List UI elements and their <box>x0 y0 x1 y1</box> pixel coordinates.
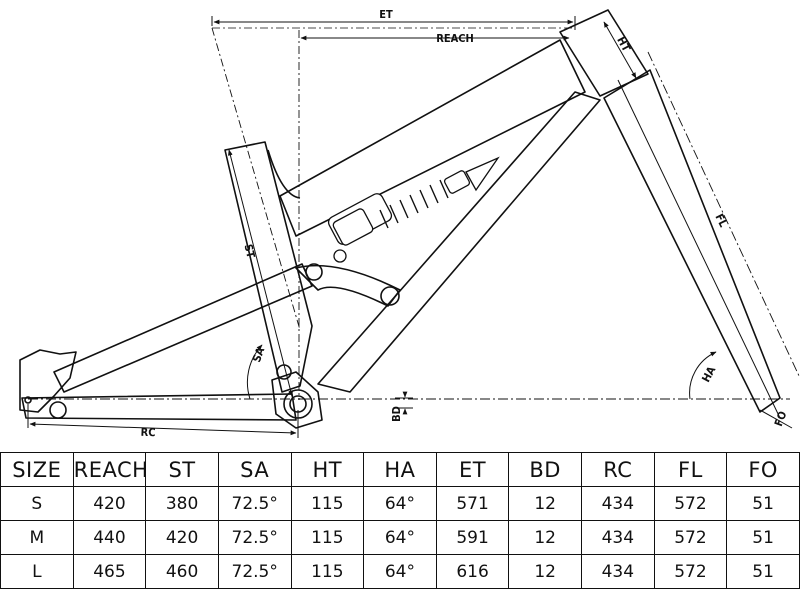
label-rc: RC <box>140 426 155 440</box>
top-tube <box>279 39 586 237</box>
col-header: SA <box>217 452 292 487</box>
col-header: FO <box>726 452 800 487</box>
bottom-bracket <box>283 389 313 419</box>
cell: 572 <box>653 554 728 589</box>
seat-stay <box>53 263 313 393</box>
cell: L <box>0 554 74 589</box>
cell: 440 <box>72 520 147 555</box>
cell: 115 <box>290 520 365 555</box>
rocker-link <box>295 264 401 307</box>
col-header: ET <box>435 452 510 487</box>
table-row: S 420 380 72.5° 115 64° 571 12 434 572 5… <box>0 486 800 521</box>
col-header: BD <box>508 452 582 487</box>
col-header: SIZE <box>0 452 74 487</box>
dimension-lines <box>27 16 800 438</box>
label-et: ET <box>379 8 393 21</box>
cell: 51 <box>726 520 800 555</box>
cell: 571 <box>435 486 510 521</box>
chain-stay <box>21 393 297 421</box>
frame-geometry-diagram: ET REACH HT ST SA FL HA BD RC FO <box>19 8 800 440</box>
cell: 64° <box>363 486 437 521</box>
label-st: ST <box>241 243 257 260</box>
col-header: HT <box>290 452 365 487</box>
down-tube <box>317 91 601 393</box>
col-header: ST <box>145 452 219 487</box>
cell: 72.5° <box>217 486 292 521</box>
seat-tube <box>224 141 313 393</box>
cell: 12 <box>508 554 582 589</box>
cell: 12 <box>508 520 582 555</box>
cell: 572 <box>653 520 728 555</box>
cell: 380 <box>145 486 219 521</box>
cell: 12 <box>508 486 582 521</box>
col-header: FL <box>653 452 728 487</box>
cell: 591 <box>435 520 510 555</box>
fork-leg <box>603 69 781 413</box>
geometry-table: SIZE REACH ST SA HT HA ET BD RC FL FO S … <box>0 452 800 589</box>
frame-outline <box>19 9 781 429</box>
cell: 72.5° <box>217 554 292 589</box>
label-bd: BD <box>390 406 403 422</box>
col-header: HA <box>363 452 437 487</box>
col-header: REACH <box>72 452 148 487</box>
cell: 434 <box>581 554 655 589</box>
cell: 72.5° <box>217 520 292 555</box>
cell: 51 <box>726 554 800 589</box>
cell: 420 <box>145 520 219 555</box>
cell: S <box>0 486 74 521</box>
cell: 420 <box>72 486 147 521</box>
table-row: M 440 420 72.5° 115 64° 591 12 434 572 5… <box>0 520 800 555</box>
cell: 460 <box>145 554 219 589</box>
head-tube <box>559 9 649 97</box>
label-ht: HT <box>614 35 633 55</box>
label-reach: REACH <box>436 32 474 45</box>
table-row: L 465 460 72.5° 115 64° 616 12 434 572 5… <box>0 554 800 589</box>
label-sa: SA <box>250 345 267 364</box>
cell: M <box>0 520 74 555</box>
cell: 434 <box>581 486 655 521</box>
rear-dropout <box>19 349 77 413</box>
cell: 572 <box>653 486 728 521</box>
label-fo: FO <box>772 409 789 428</box>
cell: 64° <box>363 554 437 589</box>
cell: 64° <box>363 520 437 555</box>
cell: 616 <box>435 554 510 589</box>
cell: 115 <box>290 554 365 589</box>
cell: 434 <box>581 520 655 555</box>
cell: 465 <box>72 554 147 589</box>
col-header: RC <box>581 452 655 487</box>
rear-shock <box>327 156 500 263</box>
label-ha: HA <box>699 364 718 384</box>
cell: 115 <box>290 486 365 521</box>
table-header-row: SIZE REACH ST SA HT HA ET BD RC FL FO <box>0 452 800 487</box>
cell: 51 <box>726 486 800 521</box>
label-fl: FL <box>712 212 730 230</box>
